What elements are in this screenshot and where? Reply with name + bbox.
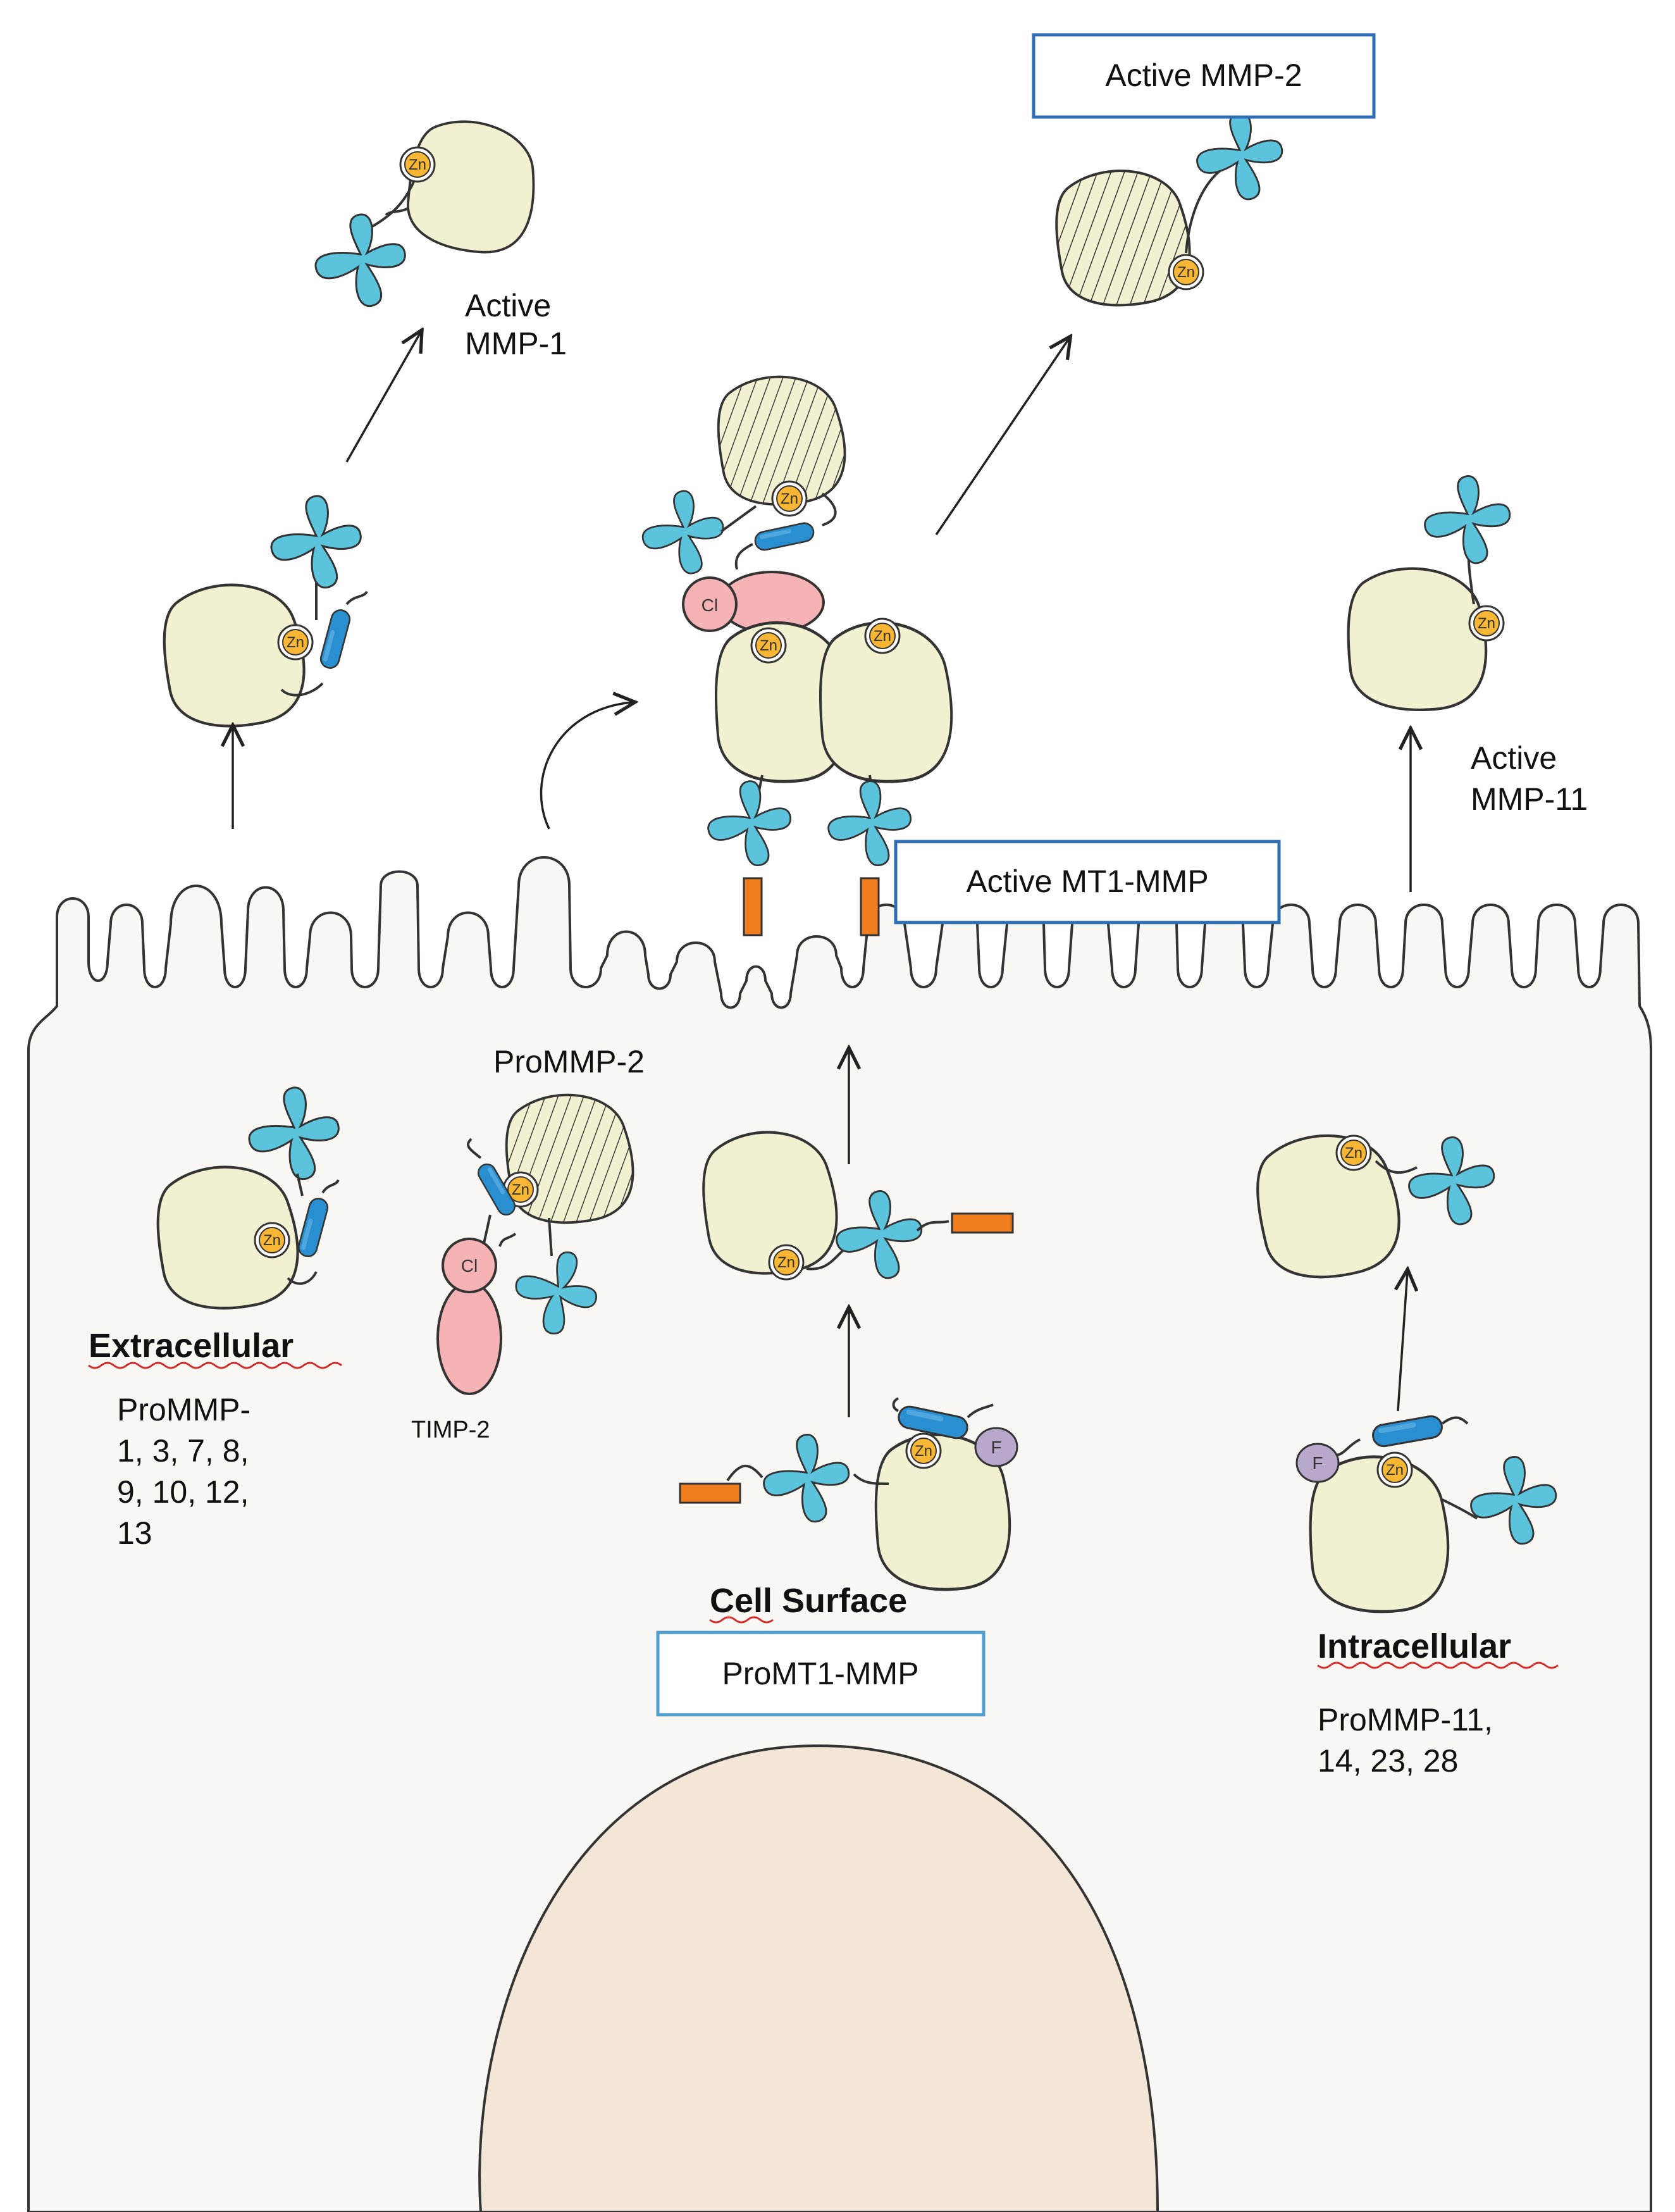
active-mmp2-label: Active MMP-2: [1105, 58, 1302, 93]
prommp1-complex-upper: [159, 495, 368, 731]
zinc-icon: [254, 1222, 290, 1258]
prommp-extracellular-inner: [153, 1086, 340, 1314]
svg-text:Cl: Cl: [461, 1256, 478, 1276]
promt1mmp-molecule: F: [679, 1397, 1018, 1589]
svg-text:1, 3, 7, 8,: 1, 3, 7, 8,: [117, 1433, 249, 1469]
active-mmp2-molecule: [1050, 111, 1283, 312]
svg-text:9, 10, 12,: 9, 10, 12,: [117, 1474, 249, 1510]
svg-text:MMP-1: MMP-1: [465, 326, 567, 361]
mt1mmp-intermediate: [699, 1126, 1014, 1281]
arrow-up-right: [1398, 1272, 1407, 1412]
spellcheck-underline: [709, 1616, 774, 1624]
gpi-anchor-icon: [679, 1482, 741, 1504]
extracellular-heading: Extracellular: [89, 1327, 294, 1365]
zinc-icon: [277, 624, 314, 661]
active-mmp11-label-line1: Active: [1471, 740, 1557, 776]
hemopexin-icon: [1196, 111, 1283, 201]
furin-icon: [1295, 1443, 1340, 1483]
active-mmp1-label: Active MMP-1: [465, 288, 567, 361]
arrow-curved-to-complex: [540, 702, 633, 830]
gpi-anchor-icon: [743, 877, 763, 936]
active-mt1mmp-box: [894, 840, 1281, 924]
svg-text:ProMMP-11,: ProMMP-11,: [1318, 1702, 1493, 1737]
arrow-to-active-mmp1: [345, 332, 421, 463]
timp2-icon: [436, 1281, 502, 1395]
zinc-icon: [905, 1432, 942, 1469]
zinc-icon: [1468, 605, 1505, 642]
hemopexin-icon: [1424, 475, 1511, 564]
spellcheck-underline: [1317, 1662, 1559, 1669]
zinc-icon: [1168, 254, 1204, 290]
zinc-icon: [1376, 1451, 1413, 1488]
cell-membrane: [27, 856, 1652, 2212]
svg-text:13: 13: [117, 1515, 152, 1551]
hemopexin-icon: [314, 213, 406, 308]
svg-text:F: F: [1312, 1453, 1323, 1473]
zinc-icon: [864, 618, 901, 654]
prommp11-molecule: F: [1295, 1414, 1557, 1612]
mmp11-intermediate: [1250, 1126, 1495, 1285]
zinc-icon: [1335, 1134, 1372, 1171]
prommp2-timp2-complex: Cl: [436, 1088, 639, 1395]
zinc-icon: [768, 1244, 805, 1281]
promt1mmp-box: [656, 1631, 986, 1717]
svg-text:Active: Active: [465, 288, 551, 323]
cell-surface-heading: Cell Surface: [710, 1582, 907, 1620]
furin-icon: [974, 1427, 1018, 1467]
svg-text:Cl: Cl: [702, 595, 718, 615]
spellcheck-underline: [88, 1362, 342, 1369]
timp2-label: TIMP-2: [411, 1417, 490, 1443]
extracellular-list: ProMMP- 1, 3, 7, 8, 9, 10, 12, 13: [117, 1392, 250, 1551]
active-mmp11-label-line2: MMP-11: [1471, 781, 1588, 817]
prodomain-icon: [752, 520, 817, 553]
svg-text:F: F: [991, 1438, 1001, 1457]
svg-text:14, 23, 28: 14, 23, 28: [1318, 1743, 1458, 1779]
mt1mmp-mmp2-complex: Cl: [641, 370, 951, 936]
gpi-anchor-icon: [951, 1212, 1014, 1234]
hemopexin-icon: [707, 780, 792, 867]
intracellular-list: ProMMP-11, 14, 23, 28: [1318, 1702, 1493, 1779]
prommp2-label: ProMMP-2: [493, 1044, 645, 1079]
hemopexin-icon: [270, 495, 362, 589]
active-mmp11-molecule: [1349, 475, 1511, 709]
gpi-anchor-icon: [860, 877, 880, 936]
active-mmp2-box: [1032, 33, 1376, 119]
prodomain-icon: [318, 607, 353, 671]
active-mt1mmp-label: Active MT1-MMP: [966, 864, 1208, 899]
active-mmp1-molecule: [314, 111, 546, 308]
zinc-icon: [771, 480, 808, 517]
hemopexin-icon: [641, 490, 724, 575]
svg-text:ProMMP-: ProMMP-: [117, 1392, 250, 1427]
arrow-to-active-mmp2: [935, 339, 1069, 535]
zinc-icon: [750, 627, 787, 664]
nucleus: [478, 1744, 1159, 2212]
promt1mmp-label: ProMT1-MMP: [722, 1656, 918, 1691]
zinc-icon: [399, 146, 436, 183]
intracellular-heading: Intracellular: [1318, 1627, 1511, 1665]
